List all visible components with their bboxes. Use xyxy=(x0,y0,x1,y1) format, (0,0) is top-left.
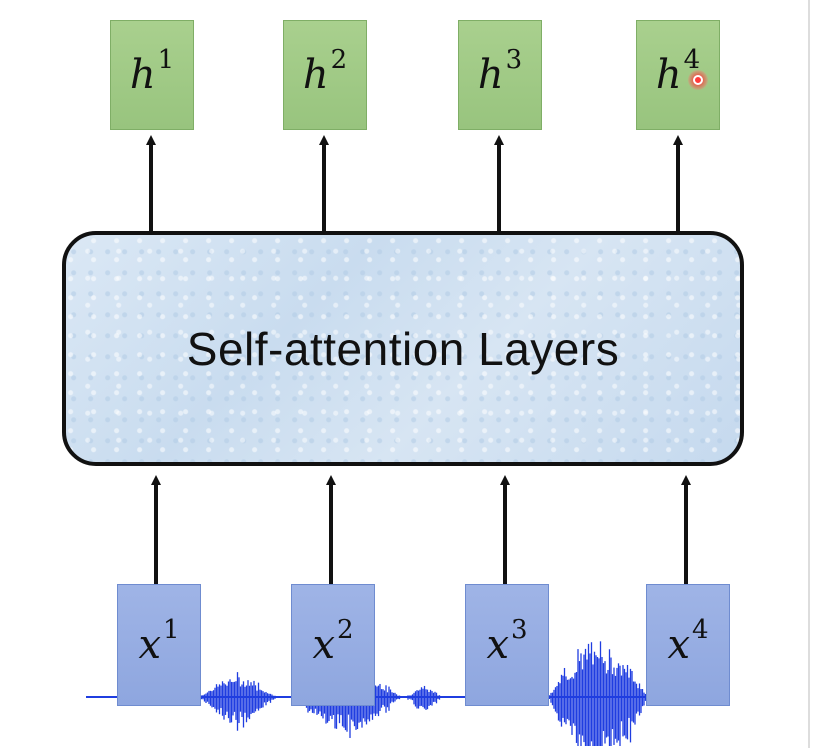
output-box-h2: h2 xyxy=(283,20,367,130)
input-label-x2: x2 xyxy=(312,615,354,668)
input-box-x1: x1 xyxy=(117,584,201,706)
input-box-x3: x3 xyxy=(465,584,549,706)
input-label-x1: x1 xyxy=(138,615,180,668)
self-attention-layer-box: Self-attention Layers xyxy=(62,231,744,466)
output-label-h2: h2 xyxy=(302,45,348,98)
pointer-cursor-icon xyxy=(688,70,708,90)
input-box-x2: x2 xyxy=(291,584,375,706)
output-label-h4: h4 xyxy=(655,45,701,98)
layer-label: Self-attention Layers xyxy=(186,322,620,375)
input-label-x3: x3 xyxy=(486,615,528,668)
input-box-x4: x4 xyxy=(646,584,730,706)
output-box-h1: h1 xyxy=(110,20,194,130)
frame-edge xyxy=(808,0,810,748)
input-label-x4: x4 xyxy=(667,615,709,668)
output-label-h1: h1 xyxy=(129,45,175,98)
output-label-h3: h3 xyxy=(477,45,523,98)
output-box-h3: h3 xyxy=(458,20,542,130)
